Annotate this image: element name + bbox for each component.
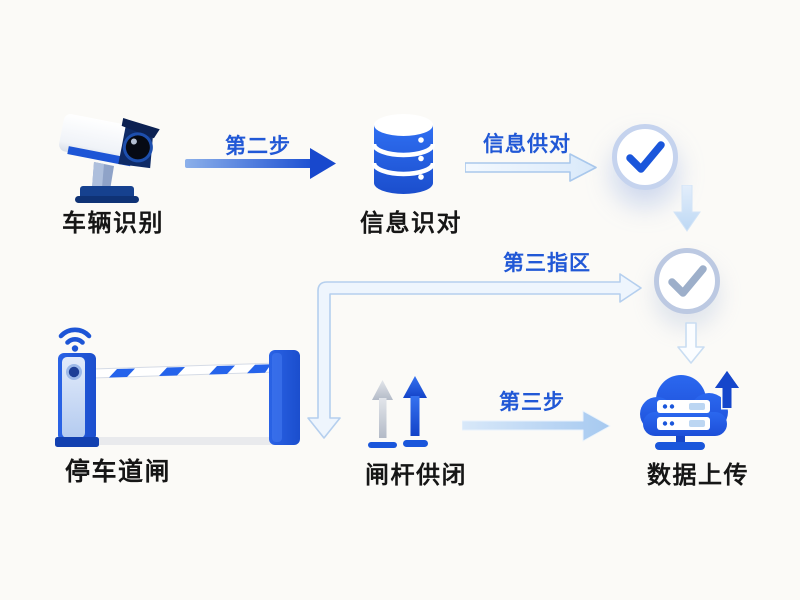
barrier-right-post <box>269 350 300 445</box>
check-circle-icon-active <box>612 124 678 190</box>
database-node-label: 信息识对 <box>360 210 462 237</box>
step2-arrow-label: 第二步 <box>225 135 291 158</box>
step3-arrow-label: 第三步 <box>499 391 565 414</box>
barrier-gate-icon <box>55 315 305 453</box>
ground-bar <box>93 437 273 445</box>
cloud-node-label: 数据上传 <box>647 462 749 489</box>
info-check-arrow-icon <box>465 151 599 183</box>
cloud-stand <box>676 432 685 445</box>
wifi-icon <box>58 327 92 352</box>
zone-elbow-connector <box>300 240 650 445</box>
info-check-arrow-label: 信息供对 <box>483 133 571 156</box>
step3-arrow-icon <box>462 410 612 442</box>
cloud-upload-icon <box>637 368 749 456</box>
step2-arrow-icon <box>185 145 337 181</box>
blue-up-arrow <box>403 376 428 447</box>
down-arrow-outline-icon <box>676 322 706 366</box>
barrier-left-post <box>55 353 99 447</box>
camera-node-label: 车辆识别 <box>62 210 164 237</box>
gray-up-arrow <box>368 380 397 448</box>
gate-levers-node-label: 闸杆供闭 <box>365 462 467 489</box>
database-icon <box>371 112 436 198</box>
barrier-node-label: 停车道闸 <box>64 458 172 486</box>
camera-base <box>80 186 134 199</box>
zone-connector-label: 第三指区 <box>503 252 591 275</box>
upload-arrow <box>713 369 741 410</box>
down-arrow-icon <box>673 185 701 233</box>
check-circle-icon-muted <box>654 248 720 314</box>
barrier-arm <box>92 362 278 379</box>
double-up-arrows-icon <box>363 372 429 450</box>
server-racks <box>657 400 710 430</box>
cctv-camera-icon <box>58 110 168 206</box>
